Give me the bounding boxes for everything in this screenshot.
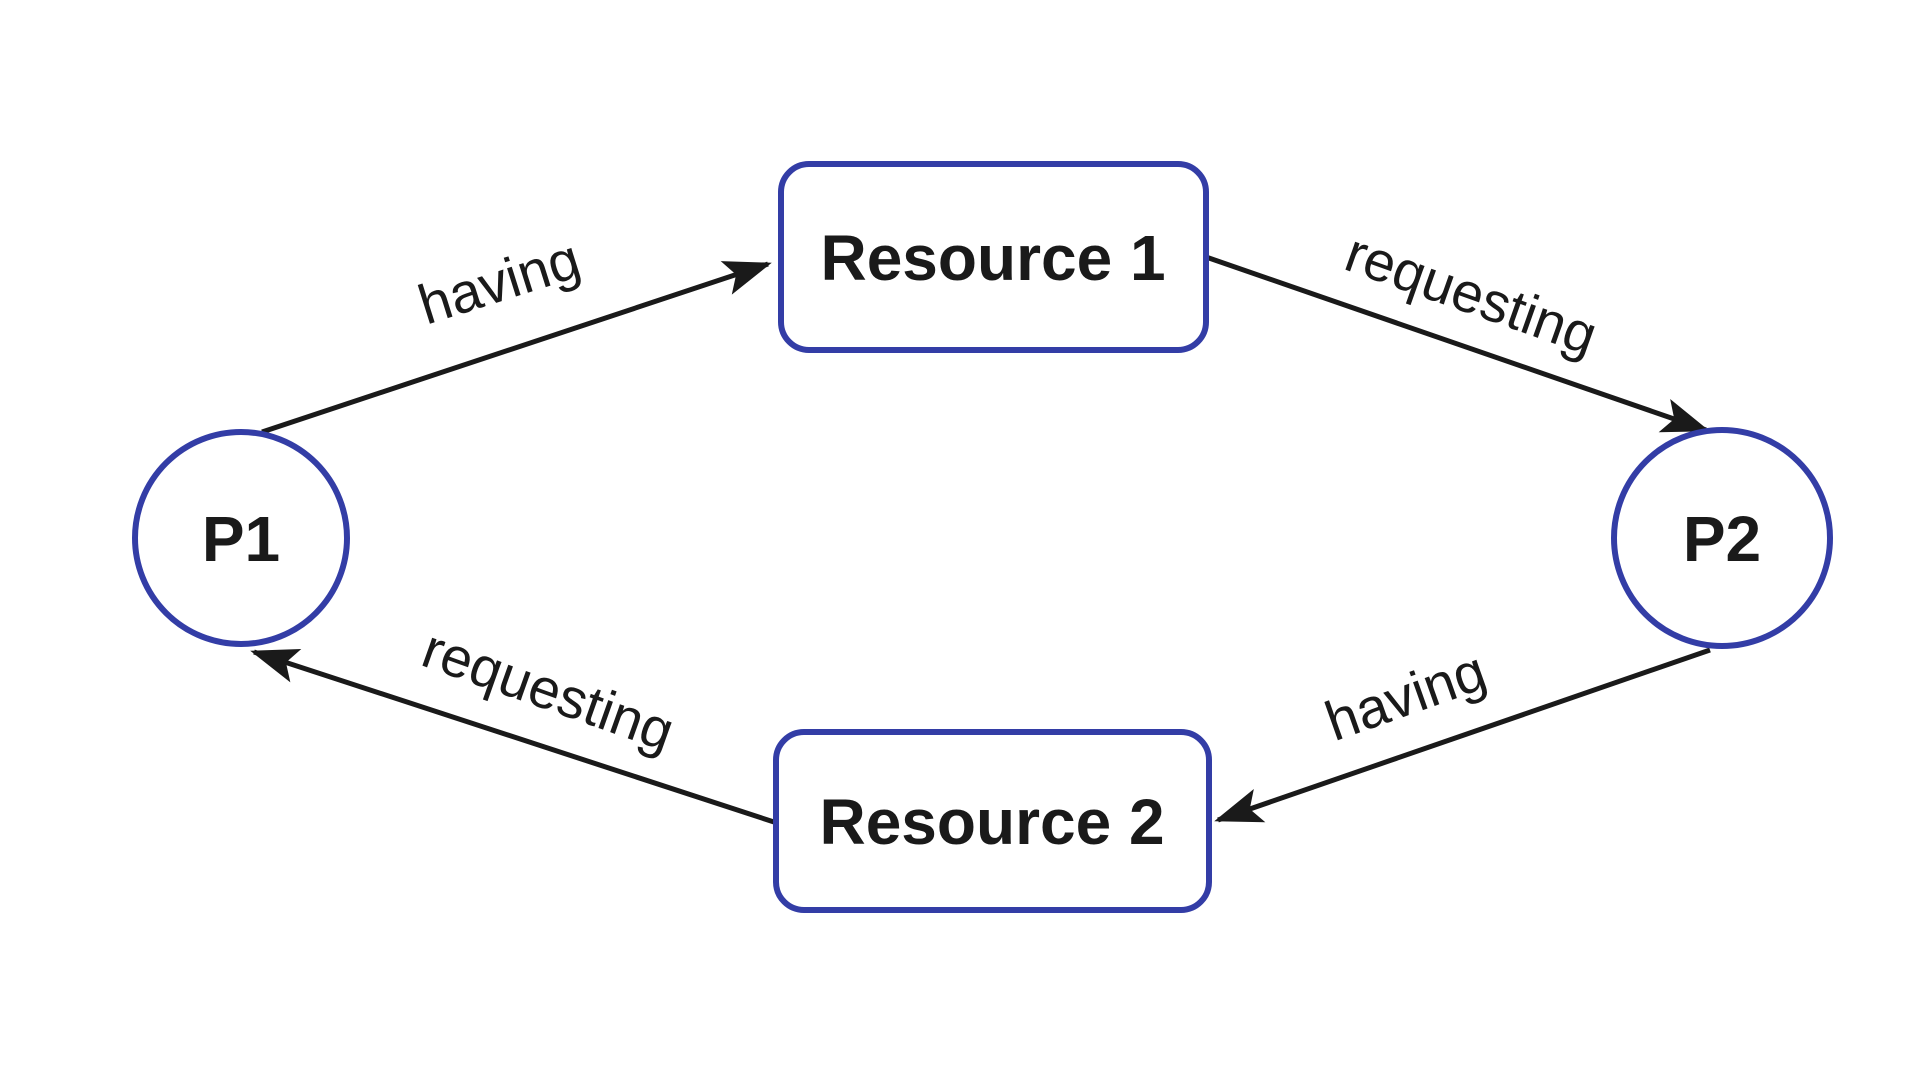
node-resource-2: Resource 2: [773, 729, 1212, 913]
edge-label-having-top: having: [411, 227, 587, 337]
resource-1-label: Resource 1: [820, 222, 1165, 294]
edge-r2-to-p1: requesting: [250, 616, 775, 825]
edge-r1-to-p2: requesting: [1205, 220, 1710, 433]
resource-1-box: [778, 161, 1209, 353]
edge-p2-to-r2: having: [1214, 638, 1711, 823]
p1-label: P1: [202, 503, 280, 575]
edge-p1-to-r1: having: [261, 227, 772, 435]
edge-label-requesting-top: requesting: [1338, 220, 1606, 367]
node-p1: P1: [132, 429, 350, 647]
node-p2: P2: [1611, 427, 1833, 649]
edge-label-requesting-bottom: requesting: [415, 616, 683, 763]
p1-circle: [132, 429, 350, 647]
p2-label: P2: [1683, 503, 1761, 575]
node-resource-1: Resource 1: [778, 161, 1209, 353]
resource-2-box: [773, 729, 1212, 913]
resource-2-label: Resource 2: [819, 786, 1164, 858]
p2-circle: [1611, 427, 1833, 649]
